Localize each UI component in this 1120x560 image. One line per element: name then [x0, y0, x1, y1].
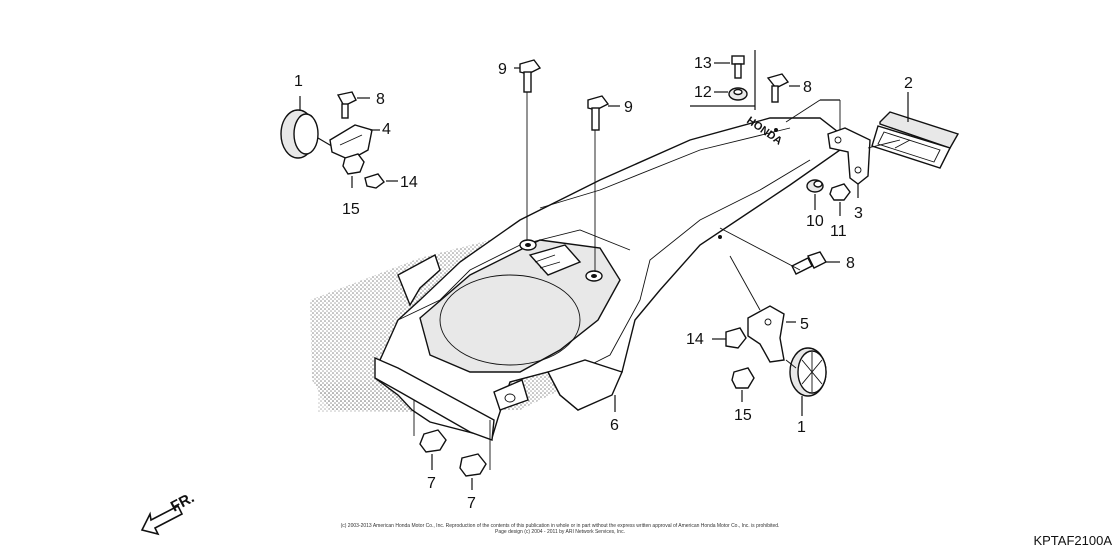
label-2: 2: [904, 75, 913, 92]
part-14-left-nut: [364, 173, 398, 189]
copyright-line-1: (c) 2003-2013 American Honda Motor Co., …: [340, 523, 780, 529]
label-9-upper: 9: [498, 61, 507, 78]
part-8-upper-bolt: [766, 73, 800, 103]
part-4-left-bracket: [329, 124, 380, 161]
label-11: 11: [830, 223, 847, 240]
label-8-left: 8: [376, 91, 385, 108]
part-8-mid-bolt: [719, 227, 840, 275]
part-7-grommet-left: [413, 400, 447, 470]
part-15-right-nut: [731, 367, 755, 402]
part-11-nut: [829, 183, 851, 216]
label-8-mid-right: 8: [846, 255, 855, 272]
copyright-notice: (c) 2003-2013 American Honda Motor Co., …: [300, 523, 820, 535]
part-9-bolt-upper: [514, 59, 542, 240]
label-8-upper-right: 8: [803, 79, 812, 96]
label-9-lower: 9: [624, 99, 633, 116]
part-10-collar: [806, 179, 824, 210]
part-1-left-reflector: [280, 96, 336, 159]
label-13: 13: [694, 55, 712, 72]
label-12: 12: [694, 84, 712, 101]
part-1-right-reflector: [785, 347, 827, 416]
part-2-reflector: [871, 92, 960, 169]
part-5-right-bracket: [729, 255, 796, 363]
label-3: 3: [854, 205, 863, 222]
label-5: 5: [800, 316, 809, 333]
part-8-left-bolt: [336, 91, 370, 119]
part-3-bracket: [785, 99, 901, 198]
part-12-nut: [714, 87, 748, 101]
label-1-left: 1: [294, 73, 303, 90]
label-4: 4: [382, 121, 391, 138]
rear-fender: HONDA: [374, 115, 843, 441]
part-7-grommet-right: [459, 420, 491, 490]
part-15-left-nut: [342, 153, 365, 188]
label-6: 6: [610, 417, 619, 434]
label-7-right: 7: [467, 495, 476, 512]
catalog-code: KPTAF2100A: [1033, 533, 1112, 548]
copyright-line-2: Page design (c) 2004 - 2011 by ARI Netwo…: [495, 529, 625, 535]
front-direction-arrow: FR.: [140, 489, 197, 536]
label-15-left: 15: [342, 201, 360, 218]
label-1-right: 1: [797, 419, 806, 436]
label-10: 10: [806, 213, 824, 230]
label-14-right: 14: [686, 331, 704, 348]
label-15-right: 15: [734, 407, 752, 424]
part-13-screw: [714, 55, 745, 79]
label-14-left: 14: [400, 174, 418, 191]
part-9-bolt-lower: [587, 95, 620, 272]
label-7-left: 7: [427, 475, 436, 492]
part-14-right-nut: [712, 327, 747, 349]
